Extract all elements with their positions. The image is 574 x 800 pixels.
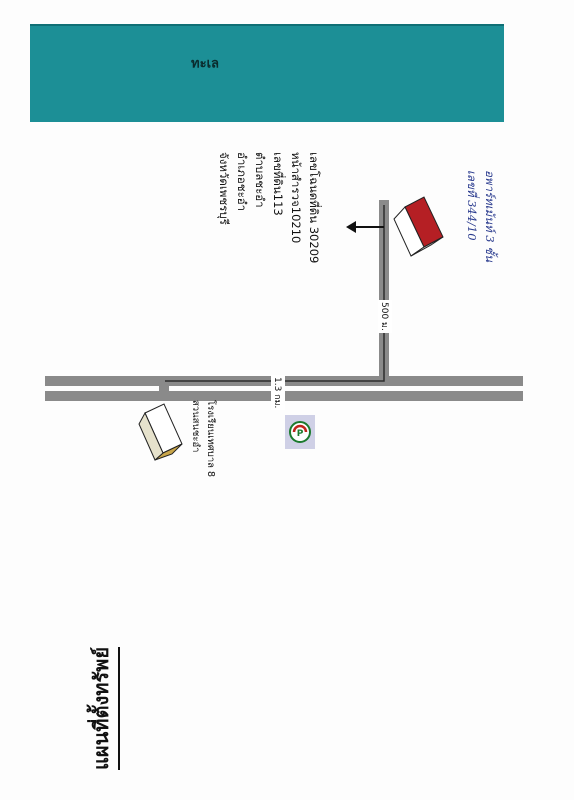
map-title: แผนที่ตั้งทรัพย์ [85,646,120,770]
road-connector [159,381,169,395]
svg-text:P: P [297,429,304,439]
land-info-line: ตำบลชะอำ [253,152,267,208]
land-info-line: เลขโฉนดที่ดิน 30209 [307,152,321,264]
handwritten-line: อพาร์ทเม้นท์ 3 ชั้น [483,170,497,262]
sea-area [30,24,504,122]
distance-side-road: 500 ม. [378,300,392,333]
land-info-line: หน้าสำรวจ10210 [289,152,303,244]
school-label: โรงเรียนเทศบาล 8 สวนสนชะอำ [188,400,218,477]
school-building-icon [138,403,183,461]
school-label-line: สวนสนชะอำ [190,400,201,453]
ptt-station-icon: P [289,421,311,443]
handwritten-line: เลขที่ 344/10 [465,170,479,241]
distance-main-road: 1.3 กม. [271,375,285,411]
land-info-line: จังหวัดเพชรบุรี [217,152,231,225]
land-info-line: อำเภอชะอำ [235,152,249,212]
sea-label: ทะเล [191,56,219,72]
direction-arrow-icon [346,221,384,233]
school-label-line: โรงเรียนเทศบาล 8 [205,400,216,478]
property-building-icon [393,196,444,257]
handwritten-note: อพาร์ทเม้นท์ 3 ชั้น เลขที่ 344/10 [462,170,498,262]
ptt-station-badge: P [285,415,315,449]
land-info-line: เลขที่ดิน113 [271,152,285,216]
route-line [165,205,385,382]
land-info-block: เลขโฉนดที่ดิน 30209 หน้าสำรวจ10210 เลขที… [214,152,322,263]
